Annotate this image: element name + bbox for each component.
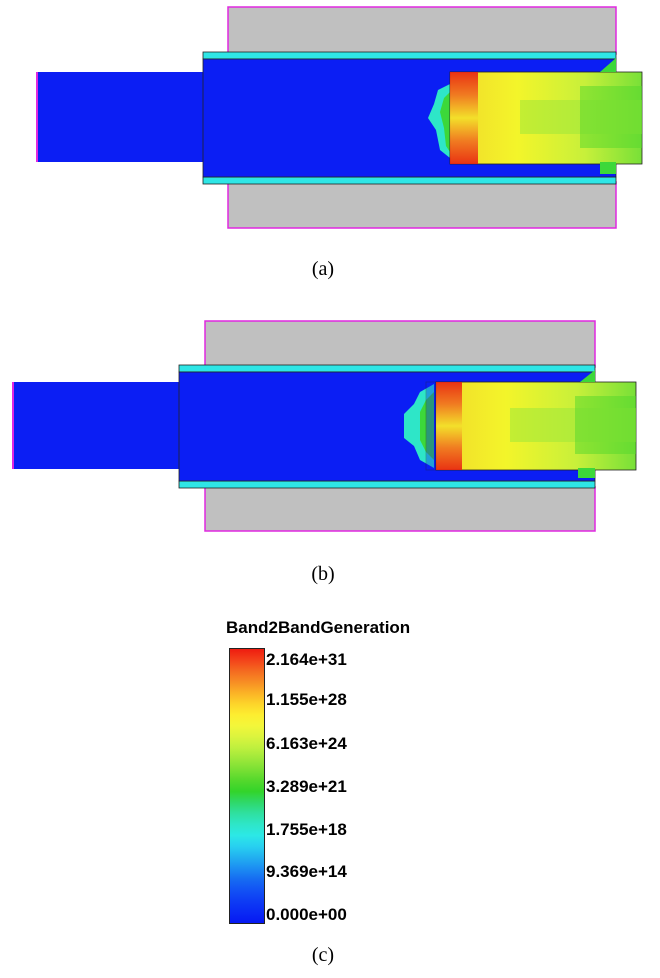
colorbar-label-5: 1.755e+18 — [266, 820, 347, 839]
colorbar-title: Band2BandGeneration — [226, 618, 411, 637]
caption-a: (a) — [311, 258, 335, 280]
top-gate-b — [204, 320, 596, 368]
colorbar-label-2: 1.155e+28 — [266, 690, 347, 709]
colorbar-label-6: 9.369e+14 — [266, 862, 347, 881]
top-oxide-b — [178, 364, 596, 373]
source-b — [13, 382, 179, 469]
colorbar-label-4: 3.289e+21 — [266, 777, 347, 796]
bottom-gate-a — [227, 181, 617, 229]
colorbar-label-max: 2.164e+31 — [266, 650, 347, 669]
caption-b: (b) — [311, 563, 335, 585]
colorbar-label-3: 6.163e+24 — [266, 734, 347, 753]
caption-c: (c) — [311, 944, 335, 966]
colorbar-label-min: 0.000e+00 — [266, 905, 347, 924]
bottom-gate-b — [204, 486, 596, 532]
top-gate-a — [227, 6, 617, 55]
source-a — [37, 72, 203, 162]
bottom-oxide-b — [178, 480, 596, 489]
colorbar — [229, 648, 265, 924]
